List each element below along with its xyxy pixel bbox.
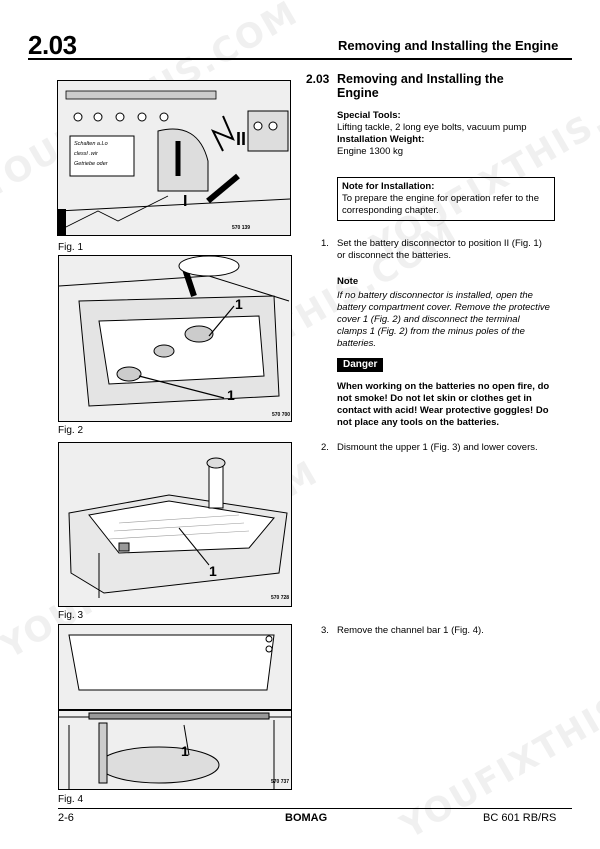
footer-rule <box>58 808 572 809</box>
step-number: 2. <box>321 442 329 453</box>
switch-position-label: II <box>236 129 247 149</box>
figure-4-part-number: 570 737 <box>271 779 290 785</box>
footer-brand: BOMAG <box>285 812 328 824</box>
page-section-number: 2.03 <box>28 30 77 60</box>
figure-3-callout: 1 <box>209 563 217 579</box>
step-number: 3. <box>321 625 329 636</box>
figure-1-illustration <box>58 81 290 235</box>
figure-1-image: Schalten a.Lo clessl .wir Getriebe oder … <box>57 80 291 236</box>
special-tools-label: Special Tools: <box>337 110 401 121</box>
figure-3-image: 1 570 728 <box>58 442 292 607</box>
danger-text: When working on the batteries no open fi… <box>337 381 550 428</box>
figure-2-callout-b: 1 <box>227 387 235 403</box>
figure-2-callout-a: 1 <box>235 296 243 312</box>
installation-note-title: Note for Installation: <box>342 181 435 192</box>
figure-2-image: 1 1 570 700 <box>58 255 292 422</box>
decal-line-3: Getriebe oder <box>74 161 108 167</box>
figure-4-image: 1 570 737 <box>58 624 292 790</box>
step-text: Set the battery disconnector to position… <box>337 238 542 261</box>
figure-4-illustration <box>59 625 291 789</box>
figure-1-part-number: 570 139 <box>232 225 251 231</box>
header-rule <box>28 58 572 60</box>
figure-2-part-number: 570 700 <box>272 412 291 418</box>
figure-1-caption: Fig. 1 <box>58 242 84 253</box>
special-tools-text: Lifting tackle, 2 long eye bolts, vacuum… <box>337 122 527 133</box>
page-header-title: Removing and Installing the Engine <box>338 38 559 53</box>
danger-label: Danger <box>337 358 384 372</box>
figure-2-illustration <box>59 256 291 421</box>
figure-3-illustration <box>59 443 291 606</box>
figure-3-part-number: 570 728 <box>271 595 290 601</box>
step-text: Dismount the upper 1 (Fig. 3) and lower … <box>337 442 538 453</box>
figure-4-caption: Fig. 4 <box>58 794 84 805</box>
step-number: 1. <box>321 238 329 249</box>
step-text: Remove the channel bar 1 (Fig. 4). <box>337 625 484 636</box>
switch-marker: I <box>183 193 188 210</box>
decal-line-2: clessl .wir <box>74 151 98 157</box>
footer-model: BC 601 RB/RS <box>483 812 557 824</box>
figure-4-callout: 1 <box>181 743 189 759</box>
installation-note-box: Note for Installation: To prepare the en… <box>337 177 555 221</box>
figure-2-caption: Fig. 2 <box>58 425 84 436</box>
section-number: 2.03 <box>306 72 330 86</box>
installation-note-text: To prepare the engine for operation refe… <box>342 193 539 216</box>
note-title: Note <box>337 276 359 287</box>
figure-3-caption: Fig. 3 <box>58 610 84 621</box>
installation-weight-label: Installation Weight: <box>337 134 425 145</box>
note-text: If no battery disconnector is installed,… <box>337 290 550 349</box>
section-title: Removing and Installing the Engine <box>337 72 504 100</box>
installation-weight-text: Engine 1300 kg <box>337 146 404 157</box>
decal-line-1: Schalten a.Lo <box>74 141 108 147</box>
footer-page-number: 2-6 <box>58 812 74 824</box>
